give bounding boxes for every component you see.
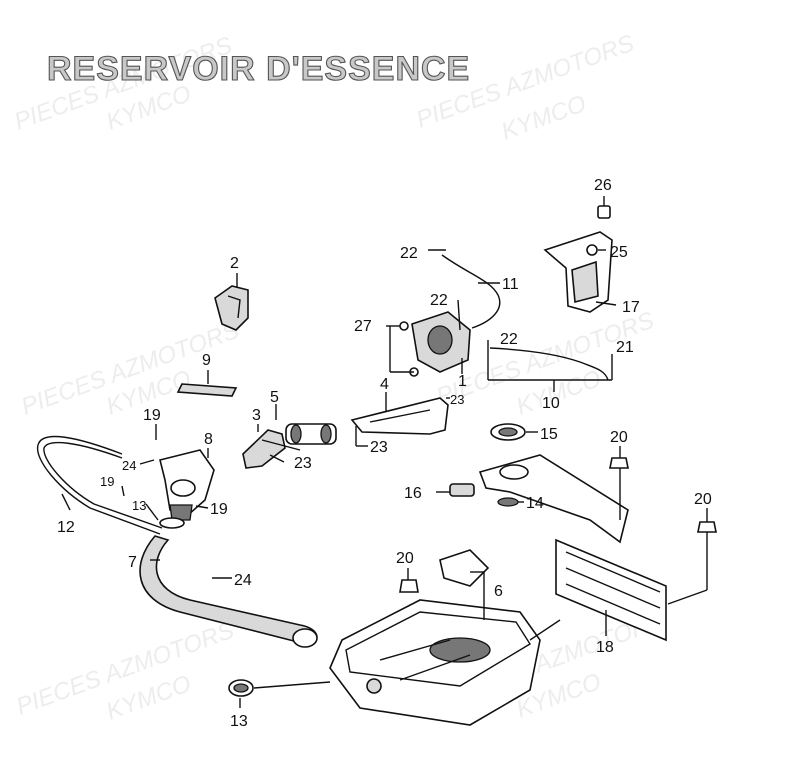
page-title: RESERVOIR D'ESSENCE <box>47 50 470 88</box>
part-15-cap <box>490 423 526 441</box>
callout-labels: 2 9 19 8 24 19 13 19 12 7 24 13 3 5 23 4… <box>57 177 712 730</box>
callout-5: 5 <box>270 389 279 406</box>
callout-11: 11 <box>502 276 519 293</box>
part-17-bracket <box>543 231 613 313</box>
callout-15: 15 <box>540 426 558 443</box>
callout-23: 23 <box>370 439 388 456</box>
part-20-nut <box>697 521 717 533</box>
part-13-clamp <box>228 679 254 697</box>
callout-7: 7 <box>128 554 137 571</box>
part-20-nut <box>609 457 629 469</box>
callout-23: 23 <box>294 455 312 472</box>
callout-22: 22 <box>400 245 418 262</box>
callout-1: 1 <box>458 373 467 390</box>
watermark-group: PIECES AZMOTORS KYMCO PIECES AZMOTORS KY… <box>11 30 668 726</box>
callout-17: 17 <box>622 299 640 316</box>
part-26-bolt <box>597 205 611 219</box>
callout-2: 2 <box>230 255 239 272</box>
callout-3: 3 <box>252 407 261 424</box>
callout-8: 8 <box>204 431 213 448</box>
part-3-bracket <box>242 429 286 469</box>
part-20-nut <box>399 579 419 593</box>
part-14-oring <box>497 497 519 507</box>
part-7-filler-tube <box>139 535 318 648</box>
callout-19: 19 <box>210 501 228 518</box>
callout-4: 4 <box>380 376 389 393</box>
leader-lines <box>61 196 708 708</box>
callout-22: 22 <box>500 331 518 348</box>
part-10-hose <box>489 347 609 381</box>
callout-14: 14 <box>526 495 544 512</box>
callout-22: 22 <box>430 292 448 309</box>
callout-9: 9 <box>202 352 211 369</box>
callout-27: 27 <box>354 318 372 335</box>
part-25-bolt <box>586 244 598 256</box>
callout-25: 25 <box>610 244 628 261</box>
callout-6: 6 <box>494 583 503 600</box>
callout-20: 20 <box>396 550 414 567</box>
part-6-fuel-tank <box>329 599 541 726</box>
part-16-fuel-sender <box>449 454 629 544</box>
part-18-heat-shield <box>555 538 667 642</box>
part-12-hose <box>36 435 163 535</box>
part-6-cover-plate <box>439 549 490 587</box>
part-8-filler-neck <box>159 449 215 529</box>
callout-21: 21 <box>616 339 634 356</box>
callout-13: 13 <box>230 713 248 730</box>
part-5-canister <box>285 423 337 445</box>
callout-12: 12 <box>57 519 75 536</box>
callout-20: 20 <box>610 429 628 446</box>
part-9-strip <box>176 383 238 397</box>
callout-18: 18 <box>596 639 614 656</box>
callout-23: 23 <box>450 392 464 407</box>
callout-24: 24 <box>234 572 252 589</box>
callout-24: 24 <box>122 458 136 473</box>
callout-13: 13 <box>132 498 146 513</box>
callout-19: 19 <box>100 474 114 489</box>
callout-10: 10 <box>542 395 560 412</box>
callout-16: 16 <box>404 485 422 502</box>
callout-26: 26 <box>594 177 612 194</box>
part-2-bracket <box>214 285 249 331</box>
callout-19: 19 <box>143 407 161 424</box>
part-11-hose <box>441 254 501 329</box>
part-4-bracket <box>350 397 449 435</box>
callout-20: 20 <box>694 491 712 508</box>
